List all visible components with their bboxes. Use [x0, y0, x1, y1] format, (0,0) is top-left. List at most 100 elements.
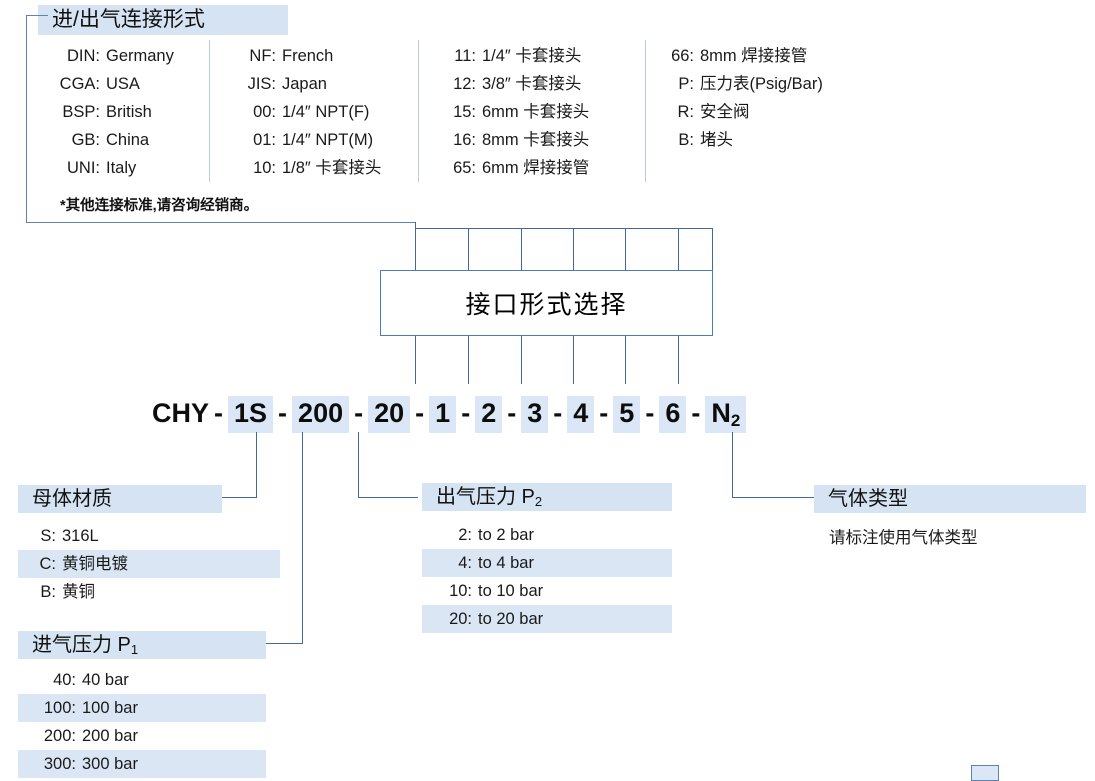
list-item: B: 黄铜	[40, 583, 95, 601]
list-item: 66: 8mm 焊接接管	[671, 47, 808, 65]
list-item: 10: 1/8″ 卡套接头	[253, 159, 382, 177]
connector-top-rail	[415, 228, 713, 230]
material-panel-title: 母体材质	[18, 485, 222, 513]
connector-material-horizontal	[222, 497, 257, 499]
inlet-panel-title: 进气压力 P1	[18, 631, 266, 659]
column-divider-2	[418, 40, 420, 182]
code-segment-material[interactable]: 1S	[228, 396, 274, 433]
inlet-panel-list: 40: 40 bar 100: 100 bar 200: 200 bar 300…	[18, 666, 266, 778]
outlet-panel-title-text: 出气压力 P	[436, 486, 535, 508]
list-item: CGA: USA	[59, 75, 140, 93]
material-panel-list: S: 316L C: 黄铜电镀 B: 黄铜	[18, 522, 280, 606]
connector-inlet-horizontal	[266, 643, 303, 645]
inlet-panel-title-text: 进气压力 P	[32, 634, 131, 656]
connector-bottom-2	[468, 336, 470, 384]
list-item: 4: to 4 bar	[422, 549, 672, 577]
list-item: 2: to 2 bar	[458, 526, 534, 544]
outlet-panel-title-subscript: 2	[534, 494, 543, 509]
code-separator: -	[461, 398, 471, 428]
code-separator: -	[553, 398, 563, 428]
connector-gas-horizontal	[732, 497, 814, 499]
code-segment-port-2[interactable]: 2	[475, 396, 503, 433]
code-segment-prefix[interactable]: CHY	[152, 398, 210, 428]
code-segment-gas-type[interactable]: N2	[705, 396, 747, 433]
code-gas-symbol: N	[711, 398, 731, 428]
code-separator: -	[214, 398, 224, 428]
list-item: JIS: Japan	[247, 75, 327, 93]
column-divider-1	[209, 40, 211, 182]
page-corner-chip[interactable]	[971, 765, 999, 781]
inlet-panel-title-subscript: 1	[130, 642, 139, 657]
connector-outlet-vertical	[358, 432, 360, 498]
list-item: BSP: British	[62, 103, 152, 121]
top-panel-title: 进/出气连接形式	[38, 5, 288, 35]
connector-inlet-vertical	[302, 432, 304, 644]
list-item: 65: 6mm 焊接接管	[453, 159, 590, 177]
code-segment-inlet-pressure[interactable]: 200	[292, 396, 350, 433]
connector-outlet-horizontal	[358, 497, 418, 499]
list-item: B: 堵头	[678, 131, 733, 149]
list-item: 11: 1/4″ 卡套接头	[454, 47, 582, 65]
list-item: 10: to 10 bar	[449, 582, 544, 600]
code-segment-port-5[interactable]: 5	[613, 396, 641, 433]
list-item: 40: 40 bar	[53, 671, 129, 689]
outlet-panel-list: 2: to 2 bar 4: to 4 bar 10: to 10 bar 20…	[422, 521, 672, 633]
list-item: GB: China	[71, 131, 150, 149]
top-panel-footnote: *其他连接标准,请咨询经销商。	[60, 198, 259, 214]
connector-bottom-6	[678, 336, 680, 384]
code-separator: -	[645, 398, 655, 428]
top-panel-column-3: 11: 1/4″ 卡套接头 12: 3/8″ 卡套接头 15: 6mm 卡套接头…	[444, 42, 644, 182]
code-segment-outlet-pressure[interactable]: 20	[368, 396, 411, 433]
code-segment-port-3[interactable]: 3	[521, 396, 549, 433]
list-item: 300: 300 bar	[18, 750, 266, 778]
connector-top-right-edge	[712, 228, 714, 272]
outlet-panel-title: 出气压力 P2	[422, 483, 672, 511]
top-panel-column-1: DIN: Germany CGA: USA BSP: British GB: C…	[48, 42, 208, 182]
connector-top-1	[415, 222, 417, 272]
code-separator: -	[278, 398, 288, 428]
top-panel-column-4: 66: 8mm 焊接接管 P: 压力表(Psig/Bar) R: 安全阀 B: …	[662, 42, 892, 154]
product-code-line: CHY - 1S - 200 - 20 - 1 - 2 - 3 - 4 - 5 …	[152, 396, 747, 433]
connector-bottom-5	[625, 336, 627, 384]
code-separator: -	[354, 398, 364, 428]
top-bracket-tick	[26, 15, 48, 17]
list-item: S: 316L	[40, 527, 99, 545]
list-item: R: 安全阀	[677, 103, 750, 121]
code-separator: -	[691, 398, 701, 428]
list-item: 15: 6mm 卡套接头	[453, 103, 590, 121]
connector-top-6	[678, 228, 680, 272]
list-item: 00: 1/4″ NPT(F)	[253, 103, 370, 121]
connector-bottom-1	[415, 336, 417, 384]
connector-material-vertical	[256, 432, 258, 498]
list-item: DIN: Germany	[67, 47, 174, 65]
connector-bottom-3	[521, 336, 523, 384]
code-separator: -	[599, 398, 609, 428]
list-item: 12: 3/8″ 卡套接头	[453, 75, 582, 93]
list-item: 20: to 20 bar	[422, 605, 672, 633]
process-box-label: 接口形式选择	[465, 291, 628, 319]
gas-panel-description: 请标注使用气体类型	[829, 529, 978, 547]
code-separator: -	[415, 398, 425, 428]
connector-top-2	[468, 228, 470, 272]
list-item: NF: French	[249, 47, 334, 65]
list-item: P: 压力表(Psig/Bar)	[678, 75, 823, 93]
code-segment-port-1[interactable]: 1	[429, 396, 457, 433]
list-item: 200: 200 bar	[43, 727, 138, 745]
top-bracket-vertical	[26, 15, 28, 223]
list-item: 100: 100 bar	[18, 694, 266, 722]
list-item: UNI: Italy	[67, 159, 137, 177]
code-separator: -	[507, 398, 517, 428]
code-segment-port-4[interactable]: 4	[567, 396, 595, 433]
connector-gas-vertical	[732, 432, 734, 498]
connector-top-3	[521, 228, 523, 272]
list-item: C: 黄铜电镀	[18, 550, 280, 578]
list-item: 01: 1/4″ NPT(M)	[253, 131, 374, 149]
code-gas-subscript: 2	[730, 411, 741, 430]
top-panel-column-2: NF: French JIS: Japan 00: 1/4″ NPT(F) 01…	[240, 42, 420, 182]
connector-top-5	[625, 228, 627, 272]
list-item: 16: 8mm 卡套接头	[453, 131, 590, 149]
column-divider-3	[645, 40, 647, 182]
gas-panel-title: 气体类型	[814, 485, 1086, 513]
code-segment-port-6[interactable]: 6	[659, 396, 687, 433]
